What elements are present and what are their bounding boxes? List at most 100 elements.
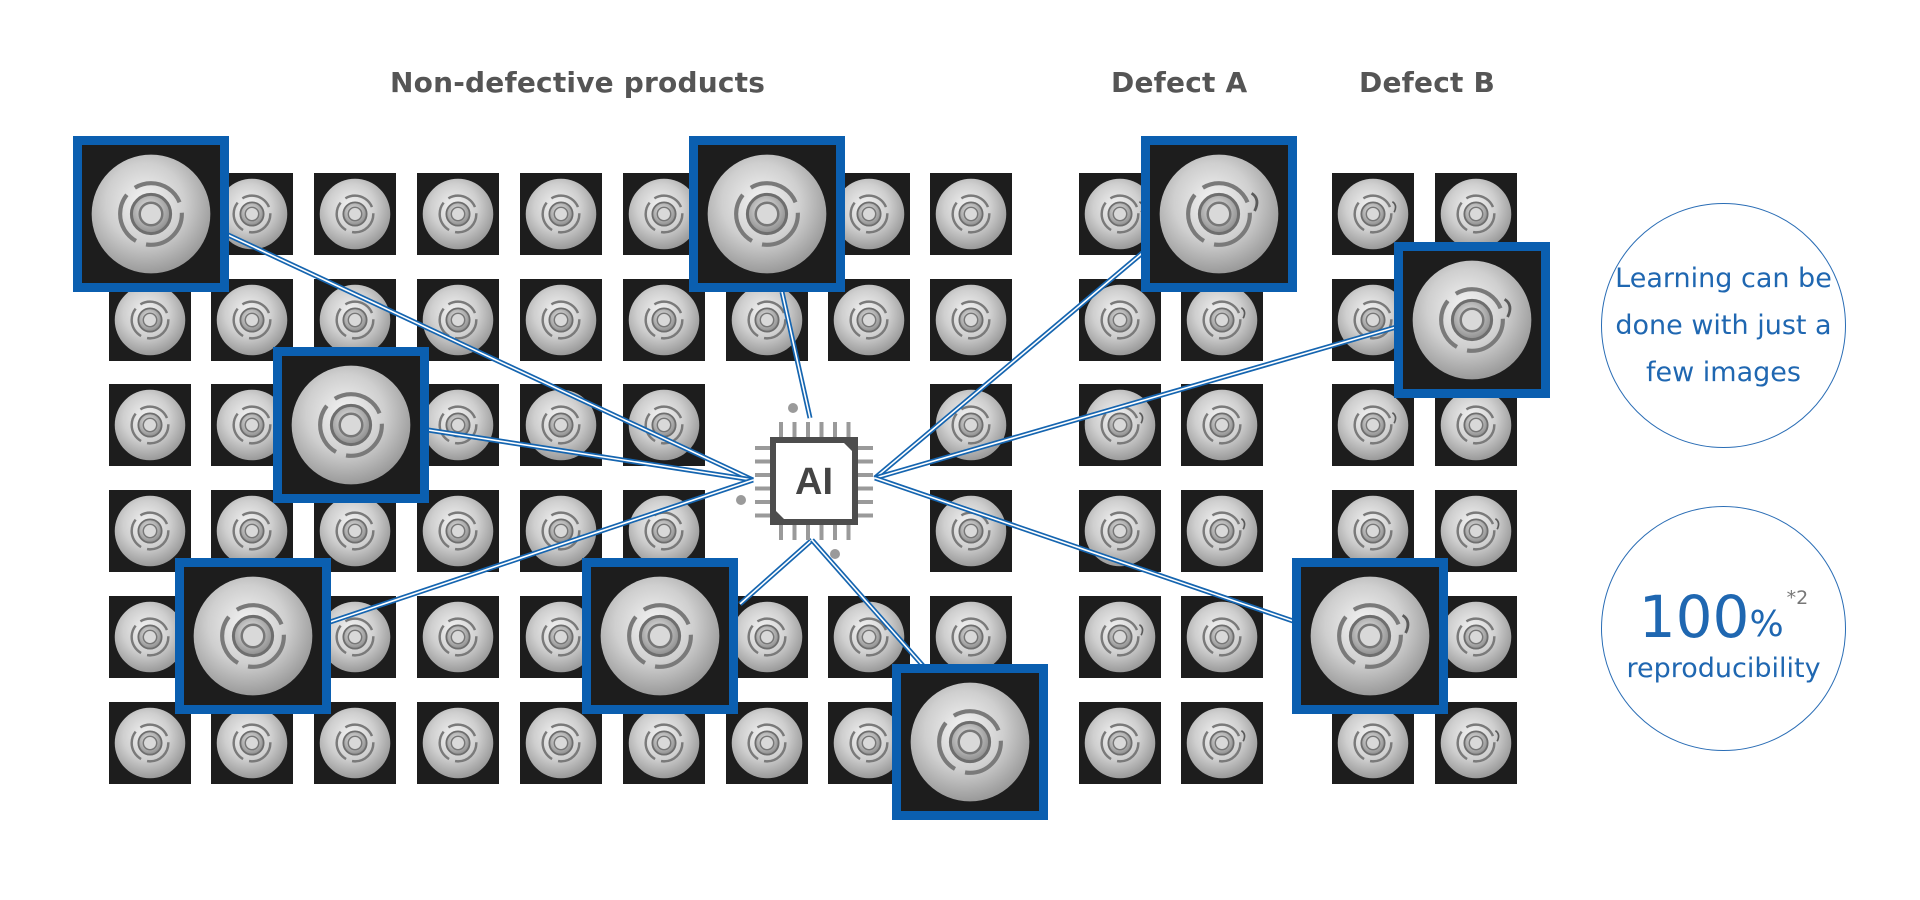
part-center bbox=[1214, 417, 1230, 433]
part-center bbox=[1365, 417, 1381, 433]
highlighted-sample bbox=[1141, 136, 1297, 292]
defect-mark bbox=[1503, 298, 1512, 318]
part-center bbox=[957, 729, 983, 755]
part-center bbox=[861, 735, 877, 751]
part-ring bbox=[541, 194, 581, 234]
part-ring bbox=[849, 300, 889, 340]
connector-line-inner bbox=[874, 477, 1297, 623]
defect-mark bbox=[1138, 411, 1144, 424]
part-center bbox=[656, 523, 672, 539]
part-ring bbox=[849, 194, 889, 234]
chip-trace-dot bbox=[788, 403, 798, 413]
part-ring bbox=[1353, 511, 1393, 551]
defect-mark bbox=[1401, 614, 1410, 634]
defect-mark bbox=[1494, 517, 1500, 530]
part-center bbox=[1214, 312, 1230, 328]
part-center bbox=[1112, 629, 1128, 645]
learning-bubble: Learning can be done with just a few ima… bbox=[1601, 203, 1846, 448]
part-ring bbox=[335, 300, 375, 340]
part-ring bbox=[951, 194, 991, 234]
part-center bbox=[1365, 312, 1381, 328]
part-center bbox=[1365, 523, 1381, 539]
part-center bbox=[759, 629, 775, 645]
connector-line-inner bbox=[781, 291, 811, 419]
part-center bbox=[1112, 523, 1128, 539]
part-center bbox=[244, 735, 260, 751]
part-center bbox=[1468, 417, 1484, 433]
part-center bbox=[754, 201, 780, 227]
part-ring bbox=[644, 405, 684, 445]
part-ring bbox=[1353, 194, 1393, 234]
part-center bbox=[1112, 312, 1128, 328]
connector-line-inner bbox=[739, 539, 813, 605]
part-ring bbox=[1439, 287, 1505, 353]
part-center bbox=[861, 312, 877, 328]
part-center bbox=[347, 629, 363, 645]
part-ring bbox=[1353, 300, 1393, 340]
part-ring bbox=[335, 194, 375, 234]
part-center bbox=[1214, 735, 1230, 751]
part-ring bbox=[1456, 194, 1496, 234]
part-center bbox=[656, 417, 672, 433]
part-center bbox=[963, 206, 979, 222]
connector-line-inner bbox=[427, 429, 754, 481]
part-center bbox=[1112, 206, 1128, 222]
highlighted-sample bbox=[689, 136, 845, 292]
part-center bbox=[142, 735, 158, 751]
part-center bbox=[553, 523, 569, 539]
part-ring bbox=[335, 617, 375, 657]
part-center bbox=[1365, 735, 1381, 751]
part-ring bbox=[951, 300, 991, 340]
part-center bbox=[963, 523, 979, 539]
defect-mark bbox=[1250, 192, 1259, 212]
reproducibility-bubble: 100 % *2 reproducibility bbox=[1601, 506, 1846, 751]
part-center bbox=[553, 735, 569, 751]
part-ring bbox=[1202, 405, 1242, 445]
part-center bbox=[142, 312, 158, 328]
part-ring bbox=[951, 617, 991, 657]
part-center bbox=[450, 312, 466, 328]
part-ring bbox=[541, 405, 581, 445]
defect-mark bbox=[1240, 729, 1246, 742]
part-ring bbox=[1186, 181, 1252, 247]
part-ring bbox=[1353, 723, 1393, 763]
part-ring bbox=[220, 603, 286, 669]
connector-lines bbox=[224, 231, 1401, 670]
part-ring bbox=[747, 723, 787, 763]
part-ring bbox=[1100, 723, 1140, 763]
part-ring bbox=[1100, 617, 1140, 657]
part-center bbox=[1214, 629, 1230, 645]
part-center bbox=[861, 629, 877, 645]
part-ring bbox=[644, 723, 684, 763]
part-ring bbox=[734, 181, 800, 247]
defect-mark bbox=[1240, 306, 1246, 319]
part-ring bbox=[335, 511, 375, 551]
part-ring bbox=[1202, 511, 1242, 551]
part-center bbox=[656, 206, 672, 222]
part-center bbox=[759, 735, 775, 751]
chip-trace-dot bbox=[736, 495, 746, 505]
reproducibility-number: 100 bbox=[1638, 583, 1750, 651]
part-center bbox=[450, 629, 466, 645]
part-ring bbox=[232, 511, 272, 551]
ai-chip-label: AI bbox=[795, 461, 833, 503]
part-center bbox=[240, 623, 266, 649]
part-ring bbox=[130, 511, 170, 551]
part-ring bbox=[438, 511, 478, 551]
part-center bbox=[647, 623, 673, 649]
part-ring bbox=[541, 723, 581, 763]
part-ring bbox=[1353, 405, 1393, 445]
part-ring bbox=[627, 603, 693, 669]
part-center bbox=[244, 417, 260, 433]
part-ring bbox=[1202, 300, 1242, 340]
highlighted-samples bbox=[73, 136, 1550, 820]
part-center bbox=[553, 312, 569, 328]
part-ring bbox=[232, 300, 272, 340]
chip-corner-notch-2 bbox=[773, 508, 787, 522]
part-center bbox=[142, 629, 158, 645]
part-ring bbox=[1456, 617, 1496, 657]
part-center bbox=[450, 206, 466, 222]
part-center bbox=[656, 312, 672, 328]
